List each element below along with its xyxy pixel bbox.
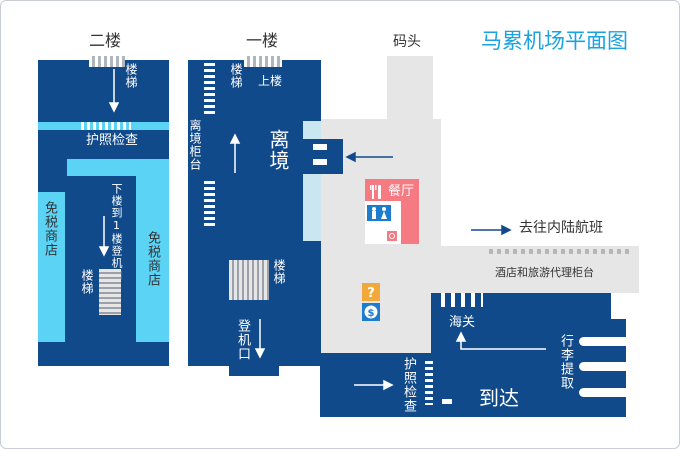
upstairs-label: 上楼 [258,74,283,88]
dollar-icon: $ [364,305,378,319]
second-floor-top-stairs [89,56,125,67]
departure-label: 离境 [266,129,290,171]
second-floor-passport-gates [81,122,131,130]
first-floor-top-stairs [244,56,282,67]
arrival-passport-gates [425,361,433,405]
departure-counter-label: 离境柜台 [188,119,202,171]
baggage-belt-1 [579,337,632,346]
baggage-belt-3 [579,388,632,397]
second-floor-label: 二楼 [89,31,122,50]
question-mark-icon: ? [367,286,375,301]
arrow-up-icon [229,133,241,173]
fork-knife-icon [370,185,381,199]
arrow-down-icon [98,216,110,257]
customs-label: 海关 [449,315,476,330]
baggage-claim-label: 行李提取 [558,334,573,390]
map-title: 马累机场平面图 [481,29,628,53]
arrow-right-icon [354,379,394,391]
first-floor-label: 一楼 [246,31,279,50]
down-to-gate-label: 下楼到1楼登机口 [110,183,123,281]
arrow-down-icon [254,319,266,359]
first-floor-escalator [229,260,269,300]
second-floor-stairs-label: 楼梯 [124,63,138,89]
departure-door-slot-1 [313,144,327,150]
arrival-label: 到达 [479,386,519,410]
second-floor-corridor-right [136,159,169,342]
hotel-counter-label: 酒店和旅游代理柜台 [495,266,594,279]
arrow-left-icon [345,151,393,163]
info-box [362,283,380,301]
wharf-label: 码头 [393,34,421,50]
second-floor-passport-label: 护照检查 [86,133,139,148]
second-floor-bottom-stairs-label: 楼梯 [80,269,94,295]
first-floor-bottom-stairs-label: 楼梯 [272,259,286,285]
arrival-door-slot [442,399,452,404]
second-floor-escalator [99,269,121,315]
departure-counters-bottom [204,181,215,227]
departure-counters-top [204,63,215,117]
svg-text:$: $ [368,308,375,319]
toilet-icon [367,205,391,221]
departure-door-slot-2 [313,159,327,165]
hotel-counter-dots [489,249,629,254]
arrow-up-turn-icon [455,331,546,350]
restaurant-label: 餐厅 [388,184,415,199]
baggage-belt-2 [579,362,632,371]
first-floor-stairs-label: 楼梯 [229,63,243,89]
customs-gates [441,293,483,307]
first-floor-gate-extension [229,366,279,376]
duty-free-left-label: 免税商店 [42,201,57,257]
arrow-right-icon [471,224,512,236]
second-floor-left-shop [38,192,65,342]
accessible-icon [387,231,397,241]
duty-free-right-label: 免税商店 [145,231,160,287]
gate-label: 登机口 [235,319,250,361]
arrival-passport-label: 护照检查 [401,357,416,413]
arrow-down-icon [108,69,120,113]
domestic-flights-label: 去往内陆航班 [519,220,603,236]
